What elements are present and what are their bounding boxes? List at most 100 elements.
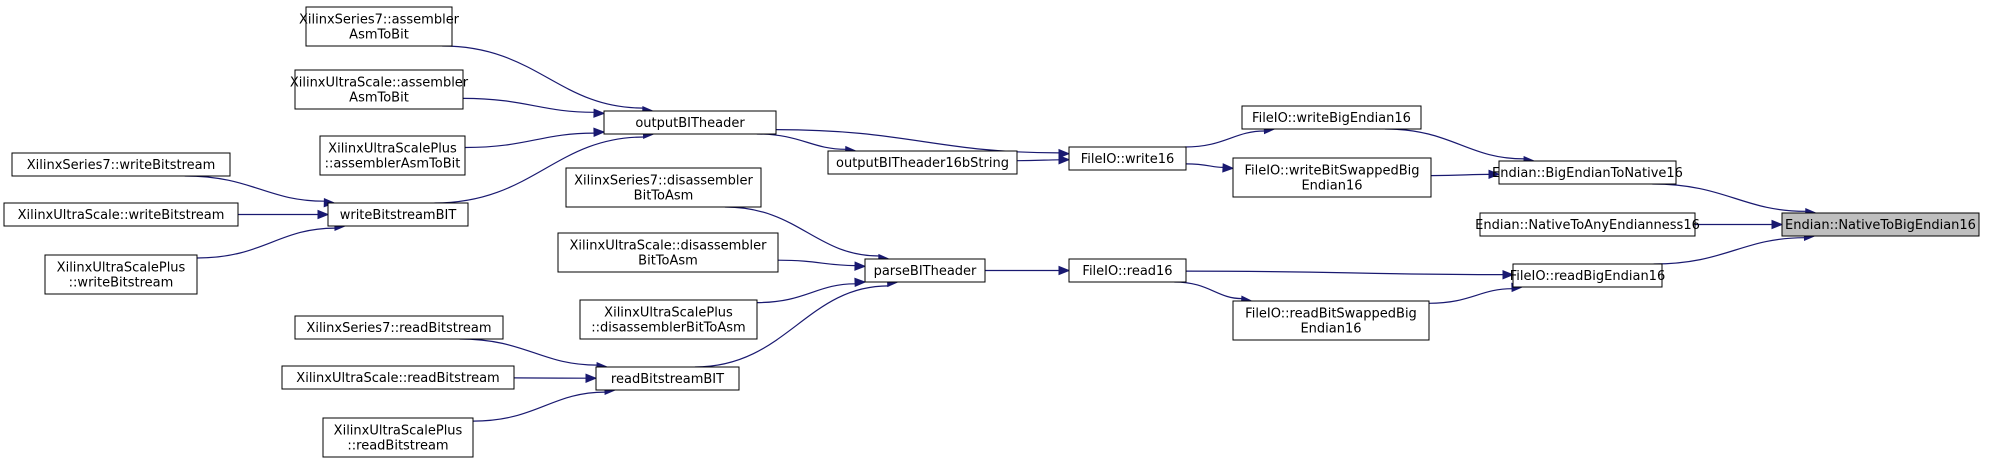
node-box [1498, 160, 1677, 185]
node-label: XilinxUltraScale::disassembler [570, 239, 768, 254]
node-usp-writebitstream[interactable]: XilinxUltraScalePlus::writeBitstream [44, 254, 198, 295]
node-label: ::assemblerAsmToBit [325, 157, 461, 172]
node-readbitstreambit[interactable]: readBitstreamBIT [595, 366, 740, 391]
node-outputbitheader[interactable]: outputBITheader [603, 110, 777, 135]
node-writebigendian16[interactable]: FileIO::writeBigEndian16 [1241, 105, 1422, 130]
node-us-writebitstream[interactable]: XilinxUltraScale::writeBitstream [3, 202, 239, 227]
edge-n_bigendiantonative16-to-n_root [1652, 183, 1818, 218]
node-label: readBitstreamBIT [611, 372, 724, 387]
node-us-assembler[interactable]: XilinxUltraScale::assemblerAsmToBit [290, 69, 469, 110]
node-label: Endian::NativeToBigEndian16 [1785, 218, 1976, 233]
edge-line [442, 45, 644, 109]
edge-line [775, 129, 1060, 154]
edge-line [1174, 281, 1242, 300]
edge-line [184, 175, 325, 202]
node-box [557, 232, 779, 273]
node-usp-disassembler[interactable]: XilinxUltraScalePlus::disassemblerBitToA… [579, 299, 758, 340]
edge-arrowhead [1488, 169, 1501, 180]
node-box [322, 417, 474, 458]
node-box [1512, 263, 1663, 288]
node-box [305, 6, 453, 47]
edge-line [459, 338, 598, 366]
edge-line [1016, 159, 1060, 162]
node-root[interactable]: Endian::NativeToBigEndian16 [1781, 212, 1980, 237]
edge-line [1185, 163, 1224, 168]
edge-arrowhead [1222, 163, 1235, 173]
edge-line [756, 283, 856, 304]
edge-n_usp_assembler-to-n_outputbitheader [464, 127, 606, 149]
node-usp-assembler[interactable]: XilinxUltraScalePlus::assemblerAsmToBit [319, 135, 466, 176]
node-box [294, 69, 464, 110]
node-box [294, 315, 504, 340]
edge-arrowhead [1502, 269, 1515, 280]
node-usp-readbitstream[interactable]: XilinxUltraScalePlus::readBitstream [322, 417, 474, 458]
node-us-disassembler[interactable]: XilinxUltraScale::disassemblerBitToAsm [557, 232, 779, 273]
node-label: XilinxUltraScale::readBitstream [296, 371, 499, 386]
node-s7-disassembler[interactable]: XilinxSeries7::disassemblerBitToAsm [565, 167, 762, 208]
edge-arrowhead [1058, 154, 1071, 165]
node-box [595, 366, 740, 391]
node-label: BitToAsm [634, 189, 694, 204]
node-write16[interactable]: FileIO::write16 [1068, 146, 1187, 171]
node-box [1068, 258, 1187, 283]
node-label: XilinxUltraScalePlus [604, 306, 733, 321]
edge-arrowhead [1058, 148, 1071, 159]
node-label: ::disassemblerBitToAsm [591, 321, 745, 336]
nodes-layer: Endian::NativeToBigEndian16 Endian::BigEn… [3, 6, 1980, 458]
edge-n_s7_writebitstream-to-n_writebitstreambit [184, 175, 336, 208]
node-label: AsmToBit [349, 28, 409, 43]
node-read16[interactable]: FileIO::read16 [1068, 258, 1187, 283]
edge-line [462, 97, 595, 113]
node-label: FileIO::writeBigEndian16 [1252, 111, 1411, 126]
edge-arrowhead [593, 127, 606, 137]
node-outputbitheader16b[interactable]: outputBITheader16bString [827, 150, 1018, 175]
node-box [327, 202, 469, 227]
edge-line [196, 227, 336, 259]
edge-n_nativetoany16-to-n_root [1695, 219, 1784, 230]
node-nativetoany16[interactable]: Endian::NativeToAnyEndianness16 [1475, 212, 1700, 237]
node-s7-writebitstream[interactable]: XilinxSeries7::writeBitstream [11, 152, 231, 177]
edge-n_readbitswappedbig-to-n_readbigendian16 [1428, 282, 1524, 304]
edge-arrowhead [854, 261, 867, 271]
edge-n_read16-to-n_readbigendian16 [1185, 269, 1515, 280]
edge-n_us_readbitstream-to-n_readbitstreambit [513, 373, 598, 383]
node-s7-assembler[interactable]: XilinxSeries7::assemblerAsmToBit [299, 6, 460, 47]
node-parsebitheader[interactable]: parseBITheader [864, 258, 986, 283]
node-label: parseBITheader [874, 264, 977, 279]
edge-n_s7_assembler-to-n_outputbitheader [442, 45, 655, 116]
node-label: Endian16 [1300, 322, 1361, 337]
edge-n_readbigendian16-to-n_root [1653, 231, 1816, 265]
node-label: FileIO::read16 [1082, 264, 1172, 279]
edge-line [1428, 288, 1513, 304]
node-s7-readbitstream[interactable]: XilinxSeries7::readBitstream [294, 315, 504, 340]
edge-line [434, 136, 645, 204]
node-label: XilinxUltraScalePlus [334, 424, 463, 439]
node-box [3, 202, 239, 227]
edge-n_usp_writebitstream-to-n_writebitstreambit [196, 221, 347, 259]
edge-line [472, 391, 606, 422]
edge-line [1384, 128, 1525, 160]
node-writebitstreambit[interactable]: writeBitstreamBIT [327, 202, 469, 227]
node-box [1241, 105, 1422, 130]
node-label: FileIO::writeBitSwappedBig [1244, 164, 1419, 179]
edge-arrowhead [1058, 265, 1071, 276]
node-label: ::writeBitstream [69, 276, 174, 291]
node-readbigendian16[interactable]: FileIO::readBigEndian16 [1510, 263, 1665, 288]
node-box [1232, 157, 1432, 198]
node-box [11, 152, 231, 177]
node-label: Endian::NativeToAnyEndianness16 [1475, 218, 1700, 233]
edge-n_write16-to-n_writebitswappedbig [1185, 163, 1235, 173]
node-box [281, 365, 515, 390]
node-label: XilinxSeries7::writeBitstream [27, 158, 216, 173]
node-label: writeBitstreamBIT [340, 208, 457, 223]
edge-line [1652, 183, 1806, 212]
edge-line [464, 132, 595, 149]
node-us-readbitstream[interactable]: XilinxUltraScale::readBitstream [281, 365, 515, 390]
node-label: outputBITheader [635, 116, 745, 131]
node-bigendiantonative16[interactable]: Endian::BigEndianToNative16 [1492, 160, 1683, 185]
node-box [864, 258, 986, 283]
node-box [319, 135, 466, 176]
